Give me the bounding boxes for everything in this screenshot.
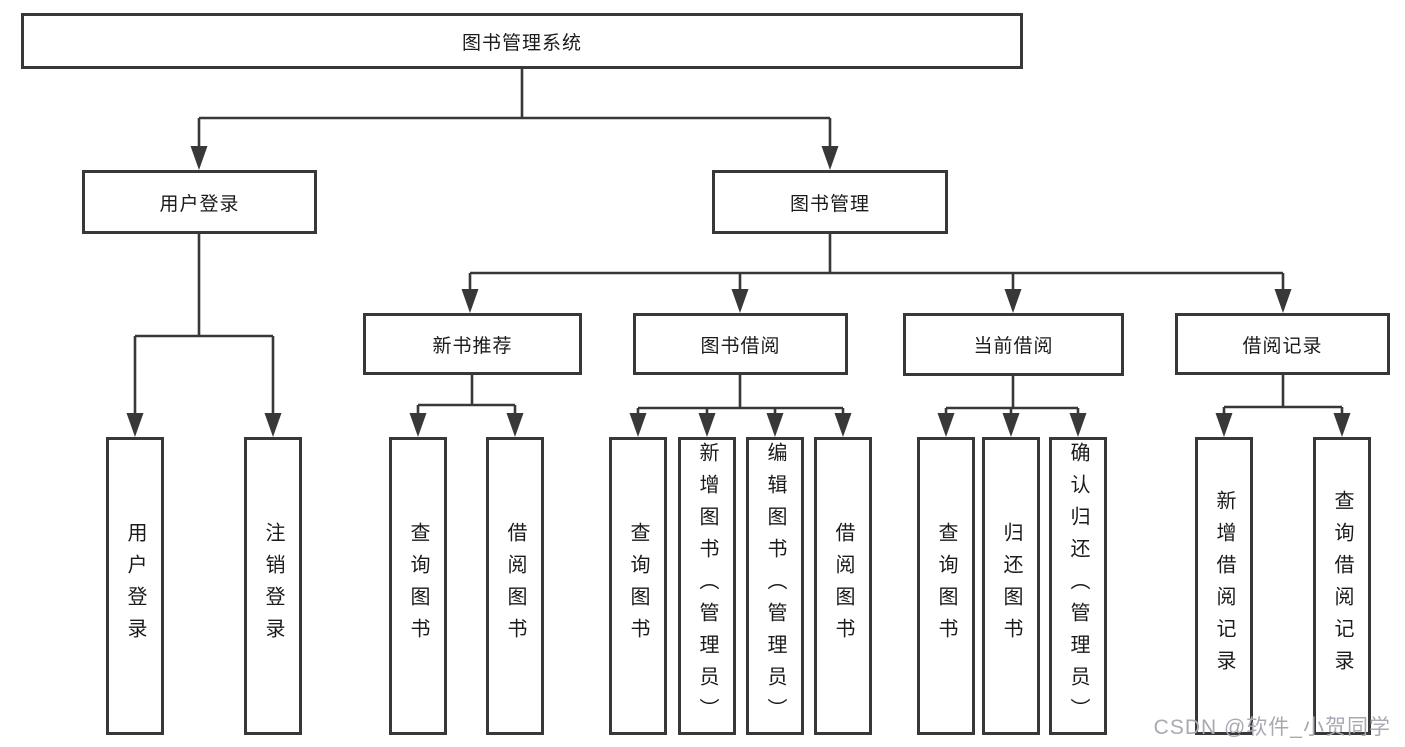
leaf-label: 借阅图书: [832, 522, 854, 650]
connector-current-borrow-to-leaves: [937, 376, 1087, 437]
node-label: 借阅记录: [1242, 335, 1323, 357]
leaf-query-books-borrowing: 查询图书: [609, 437, 667, 735]
connector-borrow-records-to-leaves: [1215, 375, 1351, 437]
leaf-label: 查询图书: [935, 522, 957, 650]
node-book-borrowing: 图书借阅: [633, 313, 848, 375]
leaf-label: 编辑图书（管理员）: [764, 442, 786, 730]
node-book-management: 图书管理: [712, 170, 948, 234]
leaf-label: 查询借阅记录: [1331, 490, 1353, 682]
node-borrowing-records: 借阅记录: [1175, 313, 1390, 375]
watermark-text: CSDN @软件_小贺同学: [1153, 716, 1391, 739]
node-label: 用户登录: [159, 193, 240, 215]
connector-root-to-level2: [190, 68, 839, 170]
node-new-book-recommend: 新书推荐: [363, 313, 582, 375]
leaf-confirm-return-admin: 确认归还（管理员）: [1049, 437, 1107, 735]
leaf-add-borrow-record: 新增借阅记录: [1195, 437, 1253, 735]
leaf-label: 查询图书: [407, 522, 429, 650]
leaf-label: 归还图书: [1000, 522, 1022, 650]
node-user-login: 用户登录: [82, 170, 317, 234]
leaf-label: 确认归还（管理员）: [1067, 442, 1089, 730]
leaf-user-login: 用户登录: [106, 437, 164, 735]
leaf-query-borrow-record: 查询借阅记录: [1313, 437, 1371, 735]
leaf-borrow-books-recommend: 借阅图书: [486, 437, 544, 735]
leaf-return-books: 归还图书: [982, 437, 1040, 735]
leaf-label: 查询图书: [627, 522, 649, 650]
connector-new-book-to-leaves: [409, 375, 524, 437]
leaf-add-books-admin: 新增图书（管理员）: [678, 437, 736, 735]
leaf-query-books-current: 查询图书: [917, 437, 975, 735]
node-library-management-system: 图书管理系统: [21, 13, 1023, 69]
leaf-logout: 注销登录: [244, 437, 302, 735]
leaf-label: 新增图书（管理员）: [696, 442, 718, 730]
leaf-label: 用户登录: [124, 522, 146, 650]
node-current-borrowing: 当前借阅: [903, 313, 1124, 376]
leaf-query-books-recommend: 查询图书: [389, 437, 447, 735]
node-label: 图书借阅: [700, 335, 781, 357]
leaf-label: 借阅图书: [504, 522, 526, 650]
connector-user-login-to-leaves: [126, 234, 282, 437]
node-label: 图书管理系统: [461, 32, 582, 54]
leaf-label: 新增借阅记录: [1213, 490, 1235, 682]
node-label: 新书推荐: [432, 335, 513, 357]
connector-book-mgmt-to-level3: [461, 234, 1292, 313]
node-label: 当前借阅: [973, 336, 1054, 357]
leaf-edit-books-admin: 编辑图书（管理员）: [746, 437, 804, 735]
node-label: 图书管理: [789, 193, 870, 215]
leaf-borrow-books: 借阅图书: [814, 437, 872, 735]
leaf-label: 注销登录: [262, 522, 284, 650]
connector-book-borrow-to-leaves: [629, 375, 852, 437]
